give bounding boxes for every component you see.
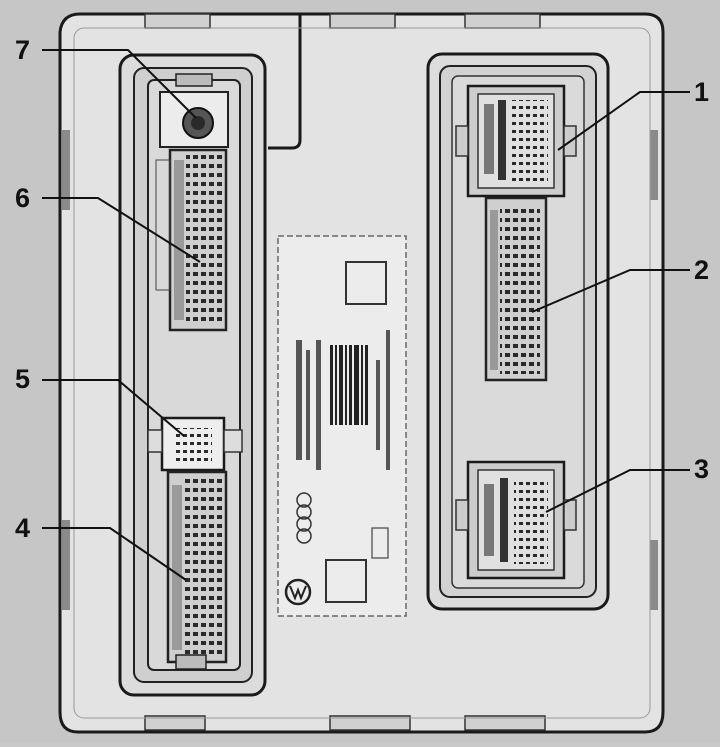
callout-7: 7 (15, 35, 31, 65)
audi-rings-logo (296, 492, 312, 544)
callout-1: 1 (694, 77, 710, 107)
callout-3: 3 (694, 454, 710, 484)
component-3-connector (455, 460, 577, 580)
component-6-connector (155, 148, 228, 332)
leader-lines (42, 49, 690, 581)
component-5-connector (147, 416, 243, 472)
vw-logo (284, 578, 312, 606)
callout-2: 2 (694, 255, 710, 285)
right-connector-block (426, 52, 610, 611)
component-1-connector (455, 84, 577, 198)
product-label (277, 235, 407, 617)
callout-4: 4 (15, 513, 31, 543)
component-4-connector (166, 470, 228, 670)
left-connector-block (118, 53, 267, 697)
callout-6: 6 (15, 183, 31, 213)
component-7-plug (159, 91, 229, 148)
callout-5: 5 (15, 364, 31, 394)
component-2-connector (484, 196, 548, 382)
